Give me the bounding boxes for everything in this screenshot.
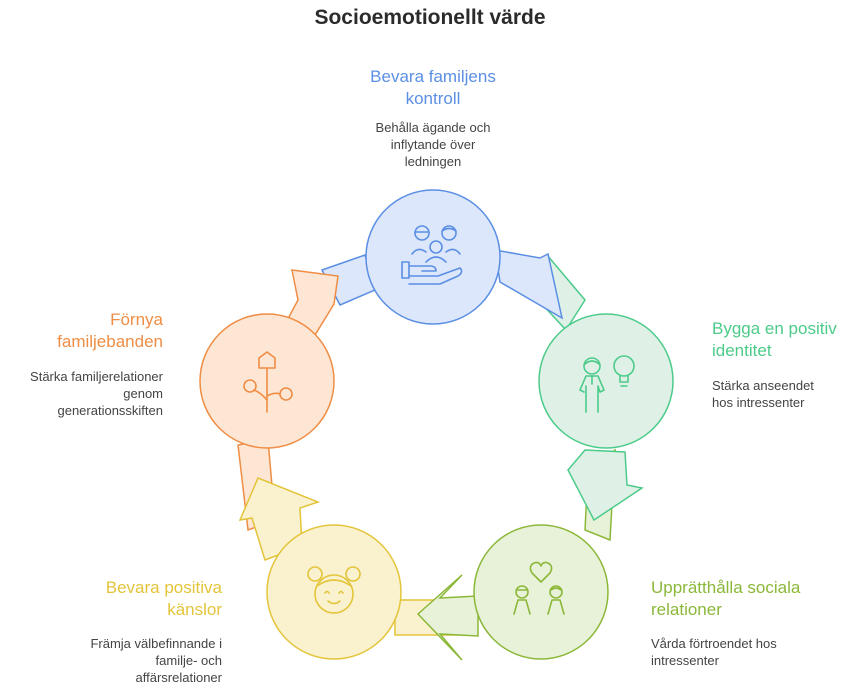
step-desc-line: generationsskiften (57, 403, 163, 418)
node-uppratthalla-sociala-relationer (473, 524, 609, 660)
diagram-title: Socioemotionellt värde (314, 6, 546, 29)
family-hand-icon (401, 225, 463, 285)
arrow-blue-to-green (494, 249, 586, 332)
arrow-head-lime-to-yellow (416, 574, 479, 661)
node-fornya-familjebanden (199, 313, 335, 449)
step-desc-line: Stärka anseendet (712, 378, 814, 393)
people-heart-icon (513, 561, 565, 615)
step-title-line: Bevara familjens (370, 67, 496, 86)
arrow-head-green-to-lime (567, 449, 644, 522)
step-desc-line: Vårda förtroendet hos (651, 636, 777, 651)
step-title-fornya-familjebanden: Förnya familjebanden (10, 309, 163, 353)
step-desc-fornya-familjebanden: Stärka familjerelationer genom generatio… (0, 368, 163, 419)
arrow-orange-to-blue (280, 254, 376, 336)
step-title-line: familjebanden (57, 332, 163, 351)
step-desc-line: inflytande över (390, 137, 476, 152)
step-desc-line: Behålla ägande och (375, 120, 491, 135)
step-desc-line: Stärka familjerelationer (30, 369, 163, 384)
step-desc-line: hos intressenter (712, 395, 805, 410)
step-title-line: kontroll (405, 89, 461, 108)
step-desc-line: familje- och (155, 653, 222, 668)
family-tree-icon (243, 351, 293, 413)
step-title-line: relationer (651, 600, 722, 619)
step-desc-line: affärsrelationer (135, 670, 222, 685)
step-desc-bevara-positiva-kanslor: Främja välbefinnande i familje- och affä… (20, 635, 222, 686)
smiling-girl-icon (307, 566, 361, 614)
arrow-green-to-lime (567, 448, 644, 542)
step-title-bevara-positiva-kanslor: Bevara positiva känslor (40, 577, 222, 621)
step-title-uppratthalla-sociala-relationer: Upprätthålla sociala relationer (651, 577, 851, 621)
step-title-line: identitet (712, 341, 772, 360)
node-bygga-en-positiv-identitet (538, 313, 674, 449)
arrow-head-blue-to-green (494, 249, 564, 320)
step-desc-bevara-familjens-kontroll: Behålla ägande och inflytande över ledni… (300, 119, 566, 170)
step-desc-bygga-en-positiv-identitet: Stärka anseendet hos intressenter (712, 377, 852, 411)
step-desc-line: ledningen (404, 154, 462, 169)
step-desc-line: Främja välbefinnande i (90, 636, 222, 651)
step-title-line: känslor (167, 600, 222, 619)
step-title-line: Förnya (110, 310, 163, 329)
step-title-line: Bevara positiva (105, 578, 222, 597)
step-desc-line: genom (123, 386, 163, 401)
step-title-line: Bygga en positiv (712, 319, 837, 338)
node-bevara-positiva-kanslor (266, 524, 402, 660)
step-desc-uppratthalla-sociala-relationer: Vårda förtroendet hos intressenter (651, 635, 851, 669)
step-title-line: Upprätthålla sociala (651, 578, 801, 597)
arrow-lime-to-yellow (394, 574, 479, 661)
step-title-bevara-familjens-kontroll: Bevara familjens kontroll (300, 66, 566, 110)
step-title-bygga-en-positiv-identitet: Bygga en positiv identitet (712, 318, 860, 362)
step-desc-line: intressenter (651, 653, 719, 668)
node-bevara-familjens-kontroll (365, 189, 501, 325)
person-lightbulb-icon (579, 355, 635, 413)
